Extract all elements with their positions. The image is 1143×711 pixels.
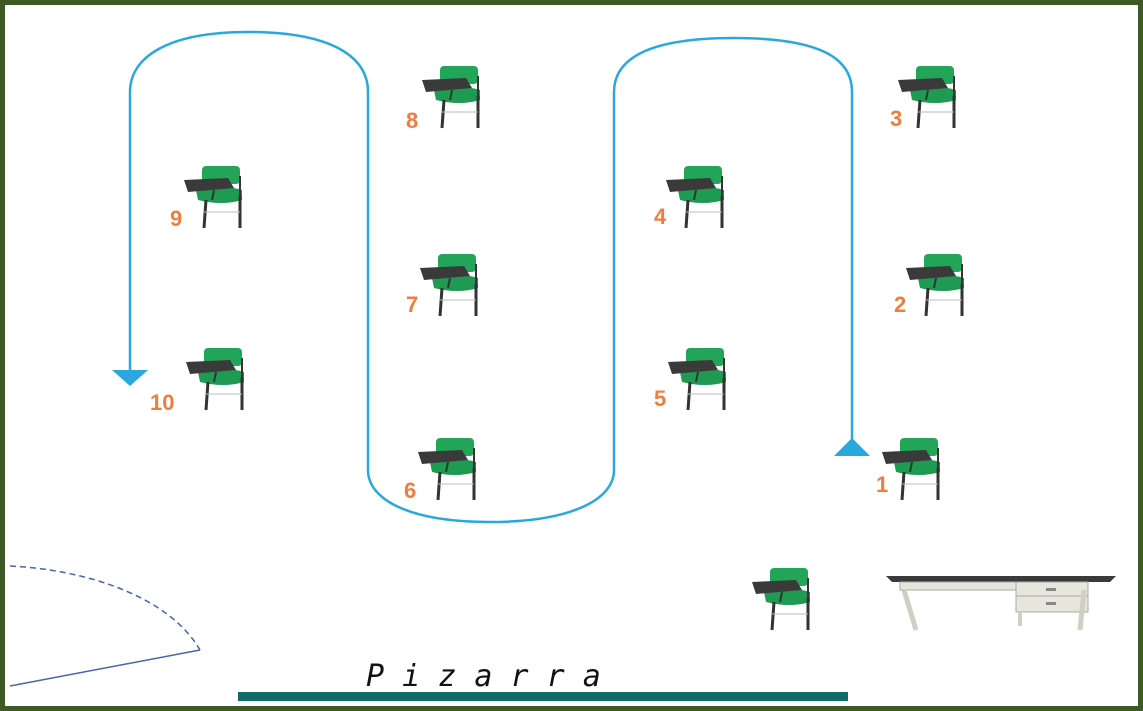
- seat-number-4: 4: [654, 204, 667, 229]
- seat-number-6: 6: [404, 478, 416, 503]
- seat-number-10: 10: [150, 390, 174, 415]
- seat-number-2: 2: [894, 292, 906, 317]
- student-chair-icon: [898, 66, 956, 128]
- student-chair-icon: [184, 166, 242, 228]
- student-chair-icon: [882, 438, 940, 500]
- whiteboard-bar: [238, 692, 848, 701]
- student-chair-icon: [906, 254, 964, 316]
- student-chair-icon: [668, 348, 726, 410]
- teacher-desk-icon: [886, 576, 1116, 630]
- student-chair-icon: [752, 568, 810, 630]
- seat-number-7: 7: [406, 292, 418, 317]
- arrow-start-icon: [834, 438, 870, 456]
- route-path: [130, 32, 852, 522]
- seat-number-9: 9: [170, 206, 182, 231]
- door-swing-icon: [10, 566, 200, 686]
- student-chair-icon: [186, 348, 244, 410]
- student-chair-icon: [666, 166, 724, 228]
- seat-number-1: 1: [876, 472, 888, 497]
- seat-number-8: 8: [406, 108, 418, 133]
- student-chair-icon: [422, 66, 480, 128]
- student-chair-icon: [420, 254, 478, 316]
- seat-number-3: 3: [890, 106, 902, 131]
- seat-number-5: 5: [654, 386, 666, 411]
- board-label: P i z a r r a: [366, 659, 601, 694]
- student-chair-icon: [418, 438, 476, 500]
- arrow-end-icon: [112, 370, 148, 386]
